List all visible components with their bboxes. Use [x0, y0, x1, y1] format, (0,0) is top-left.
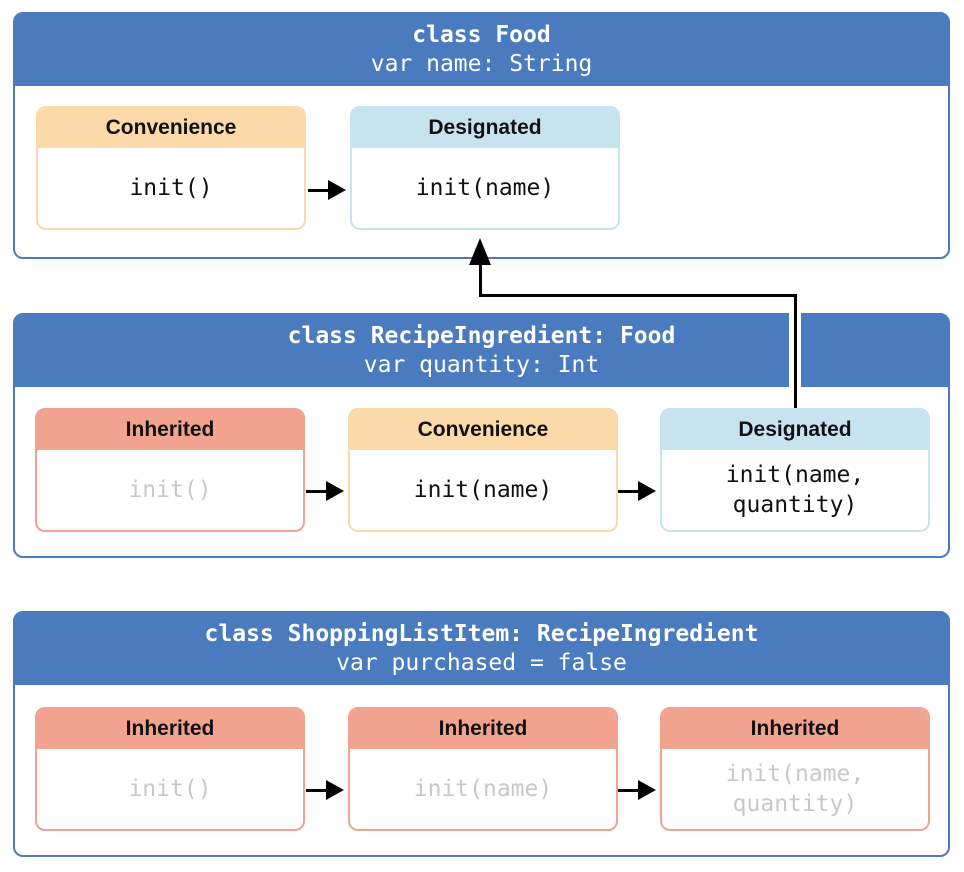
class-recipe-ingredient-property: var quantity: Int: [363, 352, 600, 378]
card-recipe-designated-label: Designated: [662, 410, 928, 450]
arrow-shaft: [308, 188, 328, 192]
card-shopping-inherited-1-init: init(): [128, 776, 212, 802]
card-shopping-inherited-2-init: init(name): [413, 776, 553, 802]
delegation-arrow-right-icon: [308, 180, 346, 200]
class-box-shopping-list-item: class ShoppingListItem: RecipeIngredient…: [13, 611, 950, 857]
card-recipe-designated-init: init(name, quantity): [725, 462, 865, 518]
class-food-property: var name: String: [370, 51, 593, 77]
card-food-convenience-init: init(): [129, 175, 213, 201]
card-shopping-inherited-1-label: Inherited: [37, 709, 303, 749]
class-shopping-list-item-title: class ShoppingListItem: RecipeIngredient: [204, 621, 759, 647]
delegation-up-arrow-head: [469, 238, 491, 265]
card-food-designated: Designated init(name): [350, 106, 620, 230]
arrow-head: [326, 780, 344, 800]
class-food-header: class Food var name: String: [15, 14, 948, 86]
arrow-head: [638, 780, 656, 800]
arrow-shaft: [618, 788, 638, 792]
delegation-up-arrow-horizontal-segment: [479, 294, 797, 297]
card-food-designated-label: Designated: [352, 108, 618, 148]
card-shopping-inherited-1: Inherited init(): [35, 707, 305, 831]
card-shopping-inherited-3-label: Inherited: [662, 709, 928, 749]
class-food-title: class Food: [412, 22, 551, 48]
card-food-convenience: Convenience init(): [36, 106, 306, 230]
card-shopping-inherited-3: Inherited init(name, quantity): [660, 707, 930, 831]
card-recipe-inherited-label: Inherited: [37, 410, 303, 450]
card-food-designated-init: init(name): [415, 175, 555, 201]
delegation-up-arrow-vertical-segment: [794, 294, 797, 408]
card-recipe-inherited-init: init(): [128, 477, 212, 503]
arrow-shaft: [618, 489, 638, 493]
card-food-convenience-label: Convenience: [38, 108, 304, 148]
card-shopping-inherited-2-label: Inherited: [350, 709, 616, 749]
card-recipe-designated: Designated init(name, quantity): [660, 408, 930, 532]
delegation-arrow-right-icon: [306, 481, 344, 501]
arrow-head: [328, 180, 346, 200]
class-box-food: class Food var name: String Convenience …: [13, 12, 950, 259]
card-shopping-inherited-3-init: init(name, quantity): [725, 761, 865, 817]
delegation-arrow-right-icon: [618, 780, 656, 800]
card-recipe-convenience-init: init(name): [413, 477, 553, 503]
delegation-up-arrow-vertical-segment: [479, 262, 482, 297]
class-shopping-list-item-property: var purchased = false: [336, 650, 627, 676]
arrow-head: [638, 481, 656, 501]
card-shopping-inherited-2: Inherited init(name): [348, 707, 618, 831]
card-recipe-inherited: Inherited init(): [35, 408, 305, 532]
arrow-head: [326, 481, 344, 501]
card-recipe-convenience-label: Convenience: [350, 410, 616, 450]
delegation-arrow-right-icon: [618, 481, 656, 501]
class-recipe-ingredient-title: class RecipeIngredient: Food: [287, 323, 676, 349]
class-shopping-list-item-header: class ShoppingListItem: RecipeIngredient…: [15, 613, 948, 685]
arrow-shaft: [306, 788, 326, 792]
arrow-shaft: [306, 489, 326, 493]
card-recipe-convenience: Convenience init(name): [348, 408, 618, 532]
class-box-recipe-ingredient: class RecipeIngredient: Food var quantit…: [13, 313, 950, 558]
delegation-arrow-right-icon: [306, 780, 344, 800]
class-recipe-ingredient-header: class RecipeIngredient: Food var quantit…: [15, 315, 948, 387]
